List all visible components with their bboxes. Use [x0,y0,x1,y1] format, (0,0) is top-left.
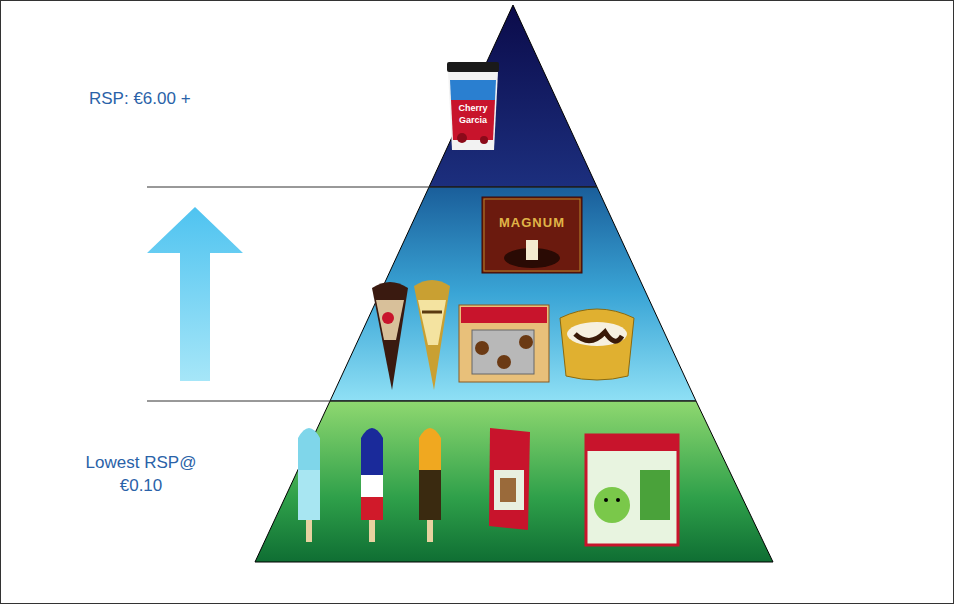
flavour-label: Cherry Garcia [453,102,493,126]
middle-band [330,187,696,401]
price-label: RSP: €6.00 + [89,88,249,111]
multipack-bag [586,435,678,545]
bottom-band [255,401,773,562]
brand-label: MAGNUM [486,214,578,232]
magnum-box [482,197,582,273]
divider-line [147,187,597,188]
price-label: Lowest RSP@ €0.10 [82,452,200,498]
ice-lolly [298,428,320,542]
premium-tub [447,62,499,150]
brand-label-text: MAGNUM [486,214,578,232]
cone [414,280,450,390]
price-label-text: RSP: €6.00 + [89,88,249,111]
up-arrow [147,207,243,381]
divider-line [147,401,696,402]
ice-lolly [361,428,383,542]
lolly-pack [489,428,530,530]
dessert-tub [560,309,634,380]
price-label-text: Lowest RSP@ €0.10 [82,452,200,498]
flavour-label-text: Cherry Garcia [453,102,493,126]
cone [372,282,408,390]
top-band [429,5,597,187]
multipack-box [459,305,549,382]
ice-lolly [419,428,441,542]
